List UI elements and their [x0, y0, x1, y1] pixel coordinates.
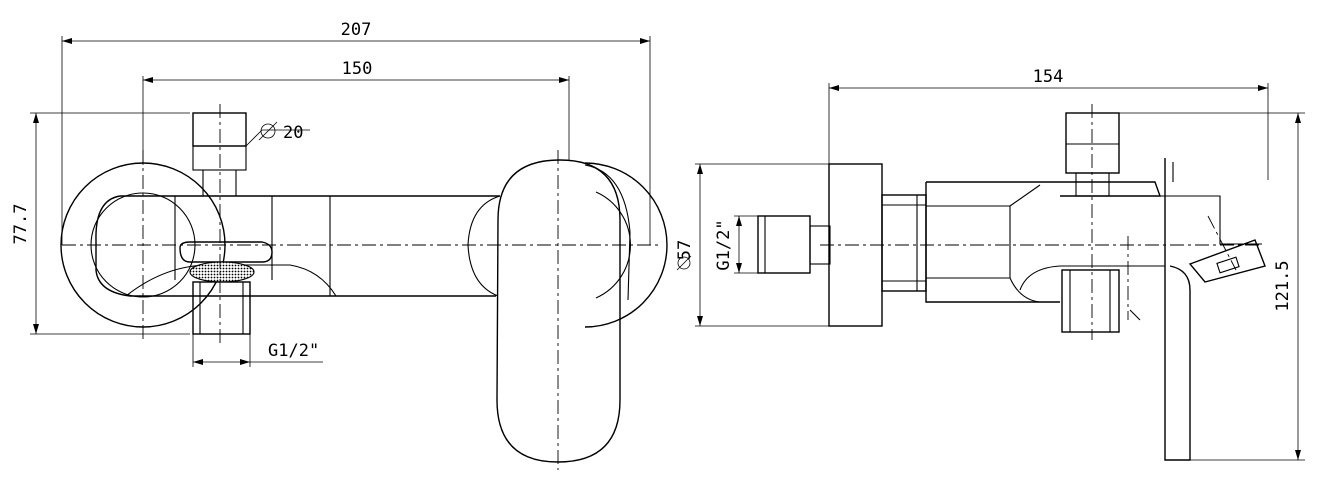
- dimension-height: 77.7: [11, 112, 190, 335]
- dim-77-7-label: 77.7: [11, 204, 31, 245]
- mixer-body-side: [925, 181, 1262, 303]
- dim-150-label: 150: [342, 59, 373, 79]
- dim-121-5-label: 121.5: [1273, 260, 1293, 311]
- connection-nut: [881, 194, 927, 292]
- dimension-flange-diameter: 57: [675, 163, 830, 327]
- dim-thread-side-label: G1/2": [714, 219, 734, 270]
- lever-side: [1129, 158, 1191, 461]
- diameter-symbol-icon: [677, 256, 691, 270]
- dim-57-label: 57: [675, 240, 695, 260]
- spout-outlet: [179, 241, 273, 335]
- dim-20-label: 20: [283, 123, 303, 143]
- lever-handle: [496, 159, 631, 463]
- diverter-knob: [192, 112, 247, 196]
- dimension-handle-centers: 150: [142, 59, 570, 165]
- dimension-diameter-20: 20: [245, 121, 310, 147]
- aerator-mesh-icon: [189, 261, 255, 283]
- hose-outlet: [1188, 239, 1266, 283]
- dimension-thread-front: G1/2": [192, 334, 323, 367]
- mixer-body: [95, 195, 501, 297]
- front-view: 207 150 77.7: [11, 20, 668, 470]
- side-view: 154 121.5 57 G1: [675, 67, 1305, 461]
- inlet-nipple: [757, 215, 831, 274]
- dimension-height-side: 121.5: [1066, 112, 1305, 461]
- dim-thread-front-label: G1/2": [268, 341, 319, 361]
- dim-154-label: 154: [1033, 67, 1064, 87]
- dim-207-label: 207: [341, 20, 372, 40]
- dimension-thread-side: G1/2": [714, 215, 760, 274]
- dimension-depth: 154: [828, 67, 1269, 180]
- right-escutcheon: [584, 162, 668, 328]
- outlet-side: [1061, 269, 1120, 333]
- diverter-knob-side: [1065, 112, 1120, 197]
- dimension-overall-width: 207: [61, 20, 651, 245]
